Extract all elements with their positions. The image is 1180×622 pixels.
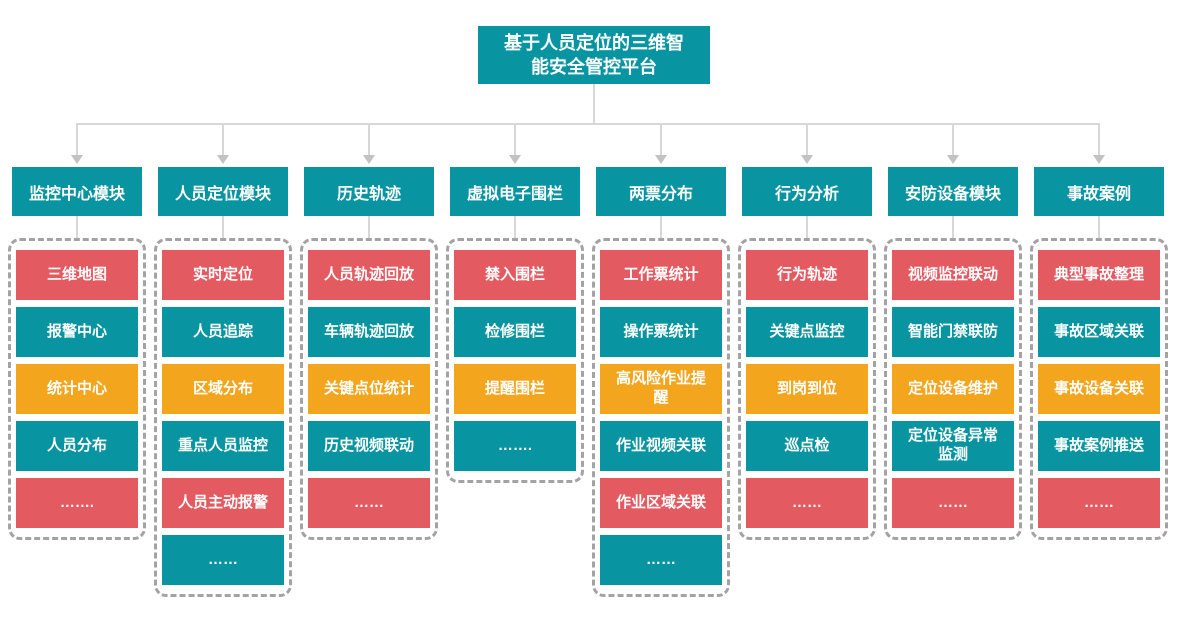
module-header: 安防设备模块 (888, 167, 1018, 216)
module-item: 人员分布 (16, 421, 138, 471)
arrow-down-icon (71, 155, 83, 164)
module-item: 区域分布 (162, 364, 284, 414)
module-column-2: 人员定位模块 实时定位 人员追踪 区域分布 重点人员监控 人员主动报警 …… (154, 167, 292, 597)
module-items-container: 工作票统计 操作票统计 高风险作业提醒 作业视频关联 作业区域关联 …… (592, 238, 730, 597)
module-item: …… (1038, 478, 1160, 528)
module-item: 事故区域关联 (1038, 307, 1160, 357)
connector-line (76, 123, 78, 156)
module-item: 提醒围栏 (454, 364, 576, 414)
module-item: …… (892, 478, 1014, 528)
module-item: …… (162, 535, 284, 585)
module-item: …… (308, 478, 430, 528)
module-item: 事故设备关联 (1038, 364, 1160, 414)
module-item: 事故案例推送 (1038, 421, 1160, 471)
arrow-down-icon (947, 155, 959, 164)
connector-line (952, 123, 954, 156)
module-item: 定位设备异常监测 (892, 421, 1014, 471)
module-item: 人员追踪 (162, 307, 284, 357)
module-item: 历史视频联动 (308, 421, 430, 471)
connector-line (76, 216, 78, 240)
module-column-3: 历史轨迹 人员轨迹回放 车辆轨迹回放 关键点位统计 历史视频联动 …… (300, 167, 438, 597)
arrow-down-icon (655, 155, 667, 164)
module-items-container: 行为轨迹 关键点监控 到岗到位 巡点检 …… (738, 238, 876, 540)
module-item: 实时定位 (162, 250, 284, 300)
arrow-down-icon (509, 155, 521, 164)
module-column-4: 虚拟电子围栏 禁入围栏 检修围栏 提醒围栏 ……. (446, 167, 584, 597)
module-column-1: 监控中心模块 三维地图 报警中心 统计中心 人员分布 ……. (8, 167, 146, 597)
module-header: 虚拟电子围栏 (450, 167, 580, 216)
connector-line (222, 123, 224, 156)
module-header: 事故案例 (1034, 167, 1164, 216)
arrow-down-icon (1093, 155, 1105, 164)
connector-line (514, 123, 516, 156)
module-item: 车辆轨迹回放 (308, 307, 430, 357)
arrow-down-icon (217, 155, 229, 164)
arrow-down-icon (363, 155, 375, 164)
module-item: 巡点检 (746, 421, 868, 471)
module-item: 典型事故整理 (1038, 250, 1160, 300)
module-item: 视频监控联动 (892, 250, 1014, 300)
connector-line (806, 216, 808, 240)
module-item: 定位设备维护 (892, 364, 1014, 414)
module-items-container: 三维地图 报警中心 统计中心 人员分布 ……. (8, 238, 146, 540)
module-items-container: 典型事故整理 事故区域关联 事故设备关联 事故案例推送 …… (1030, 238, 1168, 540)
module-items-container: 视频监控联动 智能门禁联防 定位设备维护 定位设备异常监测 …… (884, 238, 1022, 540)
module-item: ……. (454, 421, 576, 471)
connector-line (1098, 216, 1100, 240)
module-header: 行为分析 (742, 167, 872, 216)
module-item: 统计中心 (16, 364, 138, 414)
diagram-title: 基于人员定位的三维智能安全管控平台 (478, 26, 710, 84)
connector-line (514, 216, 516, 240)
connector-line (222, 216, 224, 240)
module-item: 人员轨迹回放 (308, 250, 430, 300)
module-item: 作业视频关联 (600, 421, 722, 471)
module-item: …… (746, 478, 868, 528)
module-item: 到岗到位 (746, 364, 868, 414)
module-item: ……. (16, 478, 138, 528)
connector-line (76, 123, 1100, 125)
module-item: 行为轨迹 (746, 250, 868, 300)
module-header: 两票分布 (596, 167, 726, 216)
arrow-down-icon (801, 155, 813, 164)
module-item: 智能门禁联防 (892, 307, 1014, 357)
module-item: 高风险作业提醒 (600, 364, 722, 414)
module-item: 三维地图 (16, 250, 138, 300)
module-item: 作业区域关联 (600, 478, 722, 528)
module-items-container: 人员轨迹回放 车辆轨迹回放 关键点位统计 历史视频联动 …… (300, 238, 438, 540)
module-column-8: 事故案例 典型事故整理 事故区域关联 事故设备关联 事故案例推送 …… (1030, 167, 1168, 597)
connector-line (660, 216, 662, 240)
module-column-5: 两票分布 工作票统计 操作票统计 高风险作业提醒 作业视频关联 作业区域关联 …… (592, 167, 730, 597)
module-columns: 监控中心模块 三维地图 报警中心 统计中心 人员分布 ……. 人员定位模块 实时… (8, 167, 1168, 597)
module-header: 监控中心模块 (12, 167, 142, 216)
module-item: 重点人员监控 (162, 421, 284, 471)
module-column-7: 安防设备模块 视频监控联动 智能门禁联防 定位设备维护 定位设备异常监测 …… (884, 167, 1022, 597)
connector-line (660, 123, 662, 156)
connector-line (368, 123, 370, 156)
module-item: 检修围栏 (454, 307, 576, 357)
module-header: 历史轨迹 (304, 167, 434, 216)
module-item: …… (600, 535, 722, 585)
module-item: 操作票统计 (600, 307, 722, 357)
module-item: 人员主动报警 (162, 478, 284, 528)
connector-line (806, 123, 808, 156)
module-header: 人员定位模块 (158, 167, 288, 216)
module-item: 关键点位统计 (308, 364, 430, 414)
module-item: 禁入围栏 (454, 250, 576, 300)
module-item: 报警中心 (16, 307, 138, 357)
connector-line (1098, 123, 1100, 156)
connector-line (952, 216, 954, 240)
module-item: 关键点监控 (746, 307, 868, 357)
module-item: 工作票统计 (600, 250, 722, 300)
connector-line (368, 216, 370, 240)
connector-line (593, 84, 595, 124)
module-items-container: 禁入围栏 检修围栏 提醒围栏 ……. (446, 238, 584, 483)
module-column-6: 行为分析 行为轨迹 关键点监控 到岗到位 巡点检 …… (738, 167, 876, 597)
module-items-container: 实时定位 人员追踪 区域分布 重点人员监控 人员主动报警 …… (154, 238, 292, 597)
